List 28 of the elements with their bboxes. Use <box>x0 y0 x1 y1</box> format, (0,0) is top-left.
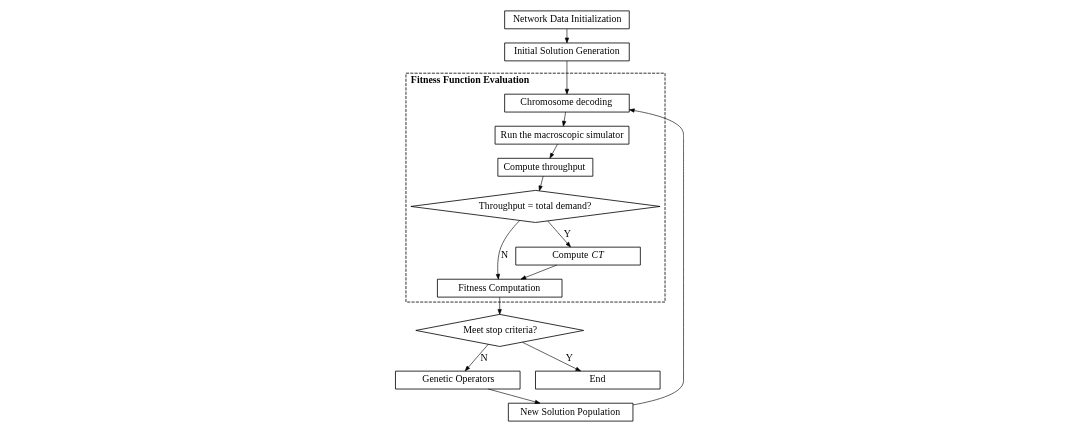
arrow <box>549 143 558 159</box>
arrow <box>464 343 489 372</box>
arrow <box>495 220 520 280</box>
node-box: Compute CT <box>514 246 641 266</box>
arrow <box>497 297 502 315</box>
arrow <box>564 60 569 95</box>
arrow <box>564 28 569 44</box>
edge-label: N <box>480 352 488 364</box>
node-box: Fitness Computation <box>436 278 562 298</box>
arrow <box>538 176 543 192</box>
edge-label: N <box>500 249 508 261</box>
edge-label: Y <box>565 352 573 364</box>
edge-label: Y <box>563 228 571 240</box>
arrow <box>547 220 571 248</box>
node-box: Network Data Initialization <box>503 10 630 30</box>
node-diamond: Throughput = total demand? <box>410 190 660 223</box>
node-box: Compute throughput <box>496 157 593 177</box>
node-box: Run the macroscopic simulator <box>494 125 629 145</box>
node-box: New Solution Population <box>507 402 633 422</box>
arrow <box>561 111 566 127</box>
node-box: Initial Solution Generation <box>503 42 630 62</box>
node-box: Genetic Operators <box>394 370 520 390</box>
arrow <box>521 341 581 372</box>
arrow <box>487 388 540 404</box>
node-box: End <box>534 370 660 390</box>
arrow <box>628 108 684 406</box>
node-box: Chromosome decoding <box>503 93 630 113</box>
node-diamond: Meet stop criteria? <box>414 314 584 347</box>
